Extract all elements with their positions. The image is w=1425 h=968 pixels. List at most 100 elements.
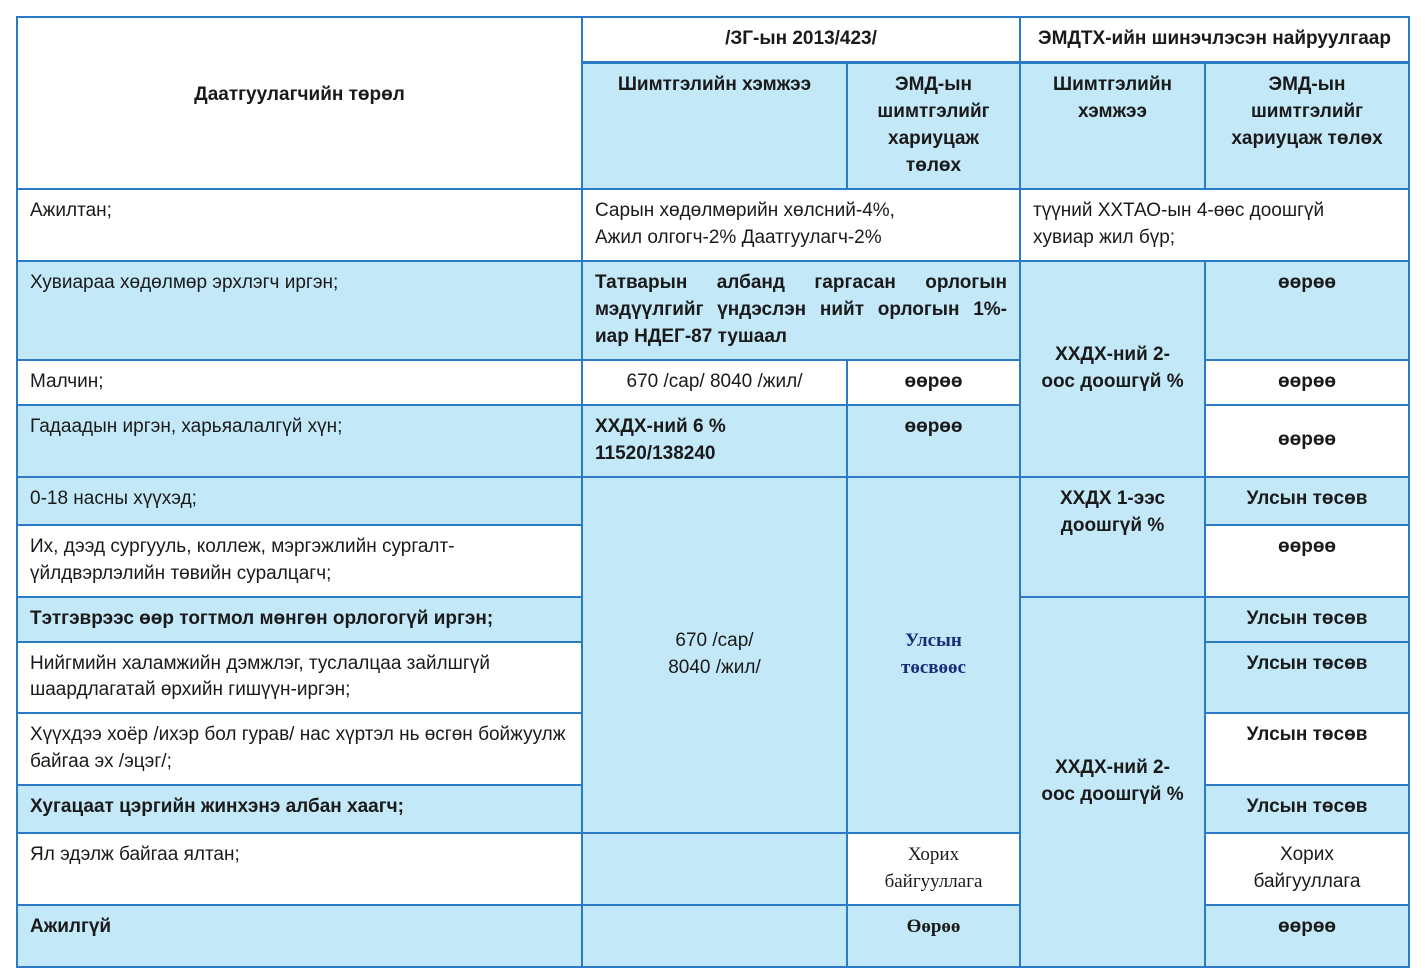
merge-new-size-b: ХХДХ 1-ээс доошгүй % [1019,475,1207,598]
header-group-new-label: ЭМДТХ-ийн шинэчлэсэн найруулгаар [1038,28,1391,49]
row-employee-old-line2: Ажил олгогч-2% Даатгуулагч-2% [595,226,882,248]
row-prisoner-new-payer-line1: Хорих [1280,844,1334,866]
row-prisoner-old-payer: Хорих байгууллага [845,832,1022,907]
merge-old-size-line2: 8040 /жил/ [668,656,761,678]
row-no-income-new-payer: Улсын төсөв [1204,595,1411,643]
row-student-new-payer-text: өөрөө [1278,535,1337,557]
row-employee-old: Сарын хөдөлмөрийн хөлсний-4%, Ажил олгог… [580,187,1022,262]
row-self-employed-new-payer: өөрөө [1204,259,1411,361]
row-prisoner-old-payer-line1: Хорих [907,844,960,866]
row-student-new-payer: өөрөө [1204,523,1411,598]
row-child-type: 0-18 насны хүүхэд; [16,475,583,526]
row-employee-old-line1: Сарын хөдөлмөрийн хөлсний-4%, [595,199,895,221]
row-foreigner-old-size-line1: ХХДХ-ний 6 % [595,415,726,437]
row-self-employed-type-label: Хувиараа хөдөлмөр эрхлэгч иргэн; [30,271,339,293]
merge-new-size-c: ХХДХ-ний 2- оос доошгүй % [1019,595,1207,968]
row-unemployed-old-payer: Өөрөө [845,904,1022,968]
merge-old-size: 670 /сар/ 8040 /жил/ [581,475,848,835]
row-prisoner-type-label: Ял эдэлж байгаа ялтан; [30,844,240,866]
row-herder-old-payer-text: өөрөө [904,370,963,392]
row-unemployed-new-payer-text: өөрөө [1278,916,1337,938]
row-herder-old-payer: өөрөө [845,358,1022,406]
row-unemployed-new-payer: өөрөө [1204,904,1411,968]
row-parent-new-payer-text: Улсын төсөв [1246,724,1368,746]
row-self-employed-type: Хувиараа хөдөлмөр эрхлэгч иргэн; [16,259,583,361]
merge-new-size-c-line1: ХХДХ-ний 2- [1055,756,1170,778]
row-foreigner-old-size: ХХДХ-ний 6 % 11520/138240 [581,403,848,478]
row-welfare-new-payer: Улсын төсөв [1204,640,1411,715]
header-premium-size-old: Шимтгэлийн хэмжээ [581,61,848,190]
row-foreigner-old-payer: өөрөө [845,403,1022,478]
row-unemployed-old-size [581,904,848,968]
merge-new-size-b-line1: ХХДХ 1-ээс [1060,487,1166,509]
row-welfare-type: Нийгмийн халамжийн дэмжлэг, туслалцаа за… [16,640,583,715]
row-no-income-type: Тэтгэврээс өөр тогтмол мөнгөн орлогогүй … [16,595,583,643]
row-herder-old-size: 670 /сар/ 8040 /жил/ [581,358,848,406]
header-payer-new-label: ЭМД-ын шимтгэлийг хариуцаж төлөх [1231,73,1383,149]
row-child-new-payer: Улсын төсөв [1204,475,1411,526]
merge-old-payer-line1: Улсын [905,630,962,652]
merge-old-payer: Улсын төсвөөс [845,475,1022,835]
header-payer-old-label: ЭМД-ын шимтгэлийг хариуцаж төлөх [877,73,990,176]
row-employee-new: түүний ХХТАО-ын 4-өөс доошгүй хувиар жил… [1019,187,1411,262]
row-herder-type-label: Малчин; [30,370,104,392]
row-self-employed-new-payer-text: өөрөө [1278,271,1337,293]
row-no-income-new-payer-text: Улсын төсөв [1246,607,1368,629]
row-foreigner-type-label: Гадаадын иргэн, харьяалалгүй хүн; [30,415,343,437]
row-conscript-type: Хугацаат цэргийн жинхэнэ албан хаагч; [16,784,583,835]
row-conscript-new-payer: Улсын төсөв [1204,784,1411,835]
row-foreigner-old-payer-text: өөрөө [904,415,963,437]
row-welfare-new-payer-text: Улсын төсөв [1246,652,1368,674]
row-prisoner-new-payer: Хорих байгууллага [1204,832,1411,907]
row-prisoner-new-payer-line2: байгууллага [1253,871,1361,893]
header-insured-type: Даатгуулагчийн төрөл [16,16,583,190]
insurance-premium-table: Даатгуулагчийн төрөл /ЗГ-ын 2013/423/ ЭМ… [16,15,1411,968]
header-premium-size-old-label: Шимтгэлийн хэмжээ [617,73,812,95]
row-employee-type: Ажилтан; [16,187,583,262]
row-child-new-payer-text: Улсын төсөв [1246,487,1368,509]
row-parent-new-payer: Улсын төсөв [1204,712,1411,787]
merge-old-payer-line2: төсвөөс [901,656,966,678]
row-student-type-label: Их, дээд сургууль, коллеж, мэргэжлийн су… [30,535,455,584]
row-self-employed-old: Татварын албанд гаргасан орлогын мэдүүлг… [580,259,1022,361]
row-foreigner-type: Гадаадын иргэн, харьяалалгүй хүн; [16,403,583,478]
row-conscript-type-label: Хугацаат цэргийн жинхэнэ албан хаагч; [30,796,405,818]
header-payer-new: ЭМД-ын шимтгэлийг хариуцаж төлөх [1204,61,1411,190]
row-foreigner-new-payer-text: өөрөө [1278,429,1337,451]
header-group-2013: /ЗГ-ын 2013/423/ [580,15,1022,64]
row-herder-old-size-text: 670 /сар/ 8040 /жил/ [626,370,803,392]
row-prisoner-old-size [581,832,848,907]
row-herder-type: Малчин; [16,358,583,406]
row-unemployed-old-payer-text: Өөрөө [906,916,961,938]
header-insured-type-label: Даатгуулагчийн төрөл [194,84,405,106]
row-foreigner-old-size-line2: 11520/138240 [595,442,716,464]
row-unemployed-type: Ажилгүй [16,904,583,968]
header-group-2013-label: /ЗГ-ын 2013/423/ [725,28,877,49]
row-student-type: Их, дээд сургууль, коллеж, мэргэжлийн су… [16,523,583,598]
row-parent-type: Хүүхдээ хоёр /ихэр бол гурав/ нас хүртэл… [16,712,583,787]
row-herder-new-payer: өөрөө [1204,358,1411,406]
merge-new-size-a-line1: ХХДХ-ний 2- [1055,343,1170,365]
row-welfare-type-label: Нийгмийн халамжийн дэмжлэг, туслалцаа за… [30,652,490,701]
header-group-new: ЭМДТХ-ийн шинэчлэсэн найруулгаар [1019,15,1411,64]
row-parent-type-label: Хүүхдээ хоёр /ихэр бол гурав/ нас хүртэл… [30,724,566,773]
row-employee-type-label: Ажилтан; [30,199,112,221]
header-premium-size-new-label: Шимтгэлийн хэмжээ [1053,73,1172,122]
row-foreigner-new-payer: өөрөө [1204,403,1411,478]
row-employee-new-line2: хувиар жил бүр; [1033,226,1176,248]
row-employee-new-line1: түүний ХХТАО-ын 4-өөс доошгүй [1033,199,1325,221]
merge-new-size-a-line2: оос доошгүй % [1041,370,1184,392]
row-no-income-type-label: Тэтгэврээс өөр тогтмол мөнгөн орлогогүй … [30,607,494,629]
row-conscript-new-payer-text: Улсын төсөв [1246,796,1368,818]
row-unemployed-type-label: Ажилгүй [30,916,112,938]
merge-new-size-b-line2: доошгүй % [1060,514,1165,536]
row-prisoner-old-payer-line2: байгууллага [884,871,983,893]
merge-old-size-line1: 670 /сар/ [675,630,754,652]
row-prisoner-type: Ял эдэлж байгаа ялтан; [16,832,583,907]
header-premium-size-new: Шимтгэлийн хэмжээ [1019,61,1207,190]
row-child-type-label: 0-18 насны хүүхэд; [30,487,197,509]
merge-new-size-c-line2: оос доошгүй % [1041,783,1184,805]
row-herder-new-payer-text: өөрөө [1278,370,1337,392]
header-payer-old: ЭМД-ын шимтгэлийг хариуцаж төлөх [845,61,1022,190]
row-self-employed-old-text: Татварын албанд гаргасан орлогын мэдүүлг… [595,271,1008,347]
